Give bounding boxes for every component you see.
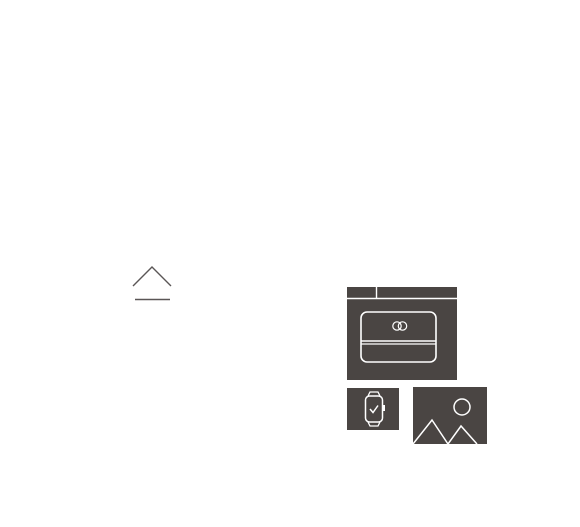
smartwatch bbox=[347, 388, 399, 430]
credit-card-window-icon bbox=[347, 287, 457, 380]
photo-thumbnail bbox=[412, 387, 487, 446]
eject-button[interactable] bbox=[130, 264, 176, 304]
photo-landscape-icon bbox=[412, 387, 487, 446]
eject-icon bbox=[132, 266, 172, 301]
credit-card-window bbox=[347, 287, 457, 380]
smartwatch-check-icon bbox=[347, 388, 399, 430]
